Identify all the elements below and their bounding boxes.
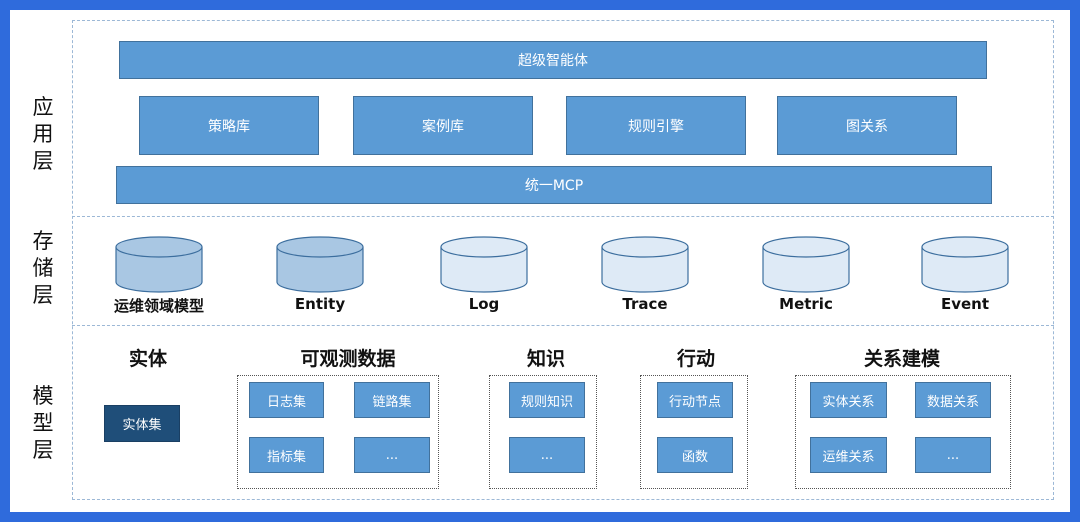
storage-label: 运维领域模型 <box>113 297 204 315</box>
unified-mcp-box: 统一MCP <box>116 166 992 204</box>
layer-label-application: 应 用 层 <box>32 95 54 173</box>
layer-divider-app-storage <box>72 216 1054 217</box>
storage-label: Metric <box>779 295 833 313</box>
knowledge-title: 知识 <box>526 348 565 370</box>
cylinder-icon <box>601 236 689 293</box>
layer-label-storage: 存 储 层 <box>32 229 54 307</box>
cylinder-icon <box>921 236 1009 293</box>
function-box: 函数 <box>657 437 733 473</box>
relation-modeling-title: 关系建模 <box>863 348 940 370</box>
cylinder-icon <box>115 236 203 293</box>
data-relation-box: 数据关系 <box>915 382 991 418</box>
super-agent-box: 超级智能体 <box>119 41 987 79</box>
relation-more-box: ... <box>915 437 991 473</box>
action-title: 行动 <box>676 348 715 370</box>
trace-set-box: 链路集 <box>354 382 430 418</box>
rule-knowledge-box: 规则知识 <box>509 382 585 418</box>
observability-title: 可观测数据 <box>300 348 396 370</box>
rule-engine-box: 规则引擎 <box>566 96 746 155</box>
graph-relation-box: 图关系 <box>777 96 957 155</box>
strategy-library-box: 策略库 <box>139 96 319 155</box>
log-set-box: 日志集 <box>249 382 324 418</box>
storage-label: Trace <box>622 295 668 313</box>
knowledge-group <box>489 375 597 489</box>
action-group <box>640 375 748 489</box>
storage-label: Log <box>468 295 500 313</box>
storage-label: Event <box>940 295 990 313</box>
layer-label-model: 模 型 层 <box>32 384 54 462</box>
relation-modeling-group <box>795 375 1011 489</box>
observability-more-box: ... <box>354 437 430 473</box>
observability-group <box>237 375 439 489</box>
cylinder-icon <box>440 236 528 293</box>
layer-divider-storage-model <box>72 325 1054 326</box>
metric-set-box: 指标集 <box>249 437 324 473</box>
action-node-box: 行动节点 <box>657 382 733 418</box>
entity-title: 实体 <box>128 348 167 370</box>
cylinder-icon <box>762 236 850 293</box>
ops-relation-box: 运维关系 <box>810 437 887 473</box>
entity-set-box: 实体集 <box>104 405 180 442</box>
entity-relation-box: 实体关系 <box>810 382 887 418</box>
case-library-box: 案例库 <box>353 96 533 155</box>
storage-label: Entity <box>294 295 346 313</box>
knowledge-more-box: ... <box>509 437 585 473</box>
cylinder-icon <box>276 236 364 293</box>
diagram-outer-border <box>72 20 1054 500</box>
